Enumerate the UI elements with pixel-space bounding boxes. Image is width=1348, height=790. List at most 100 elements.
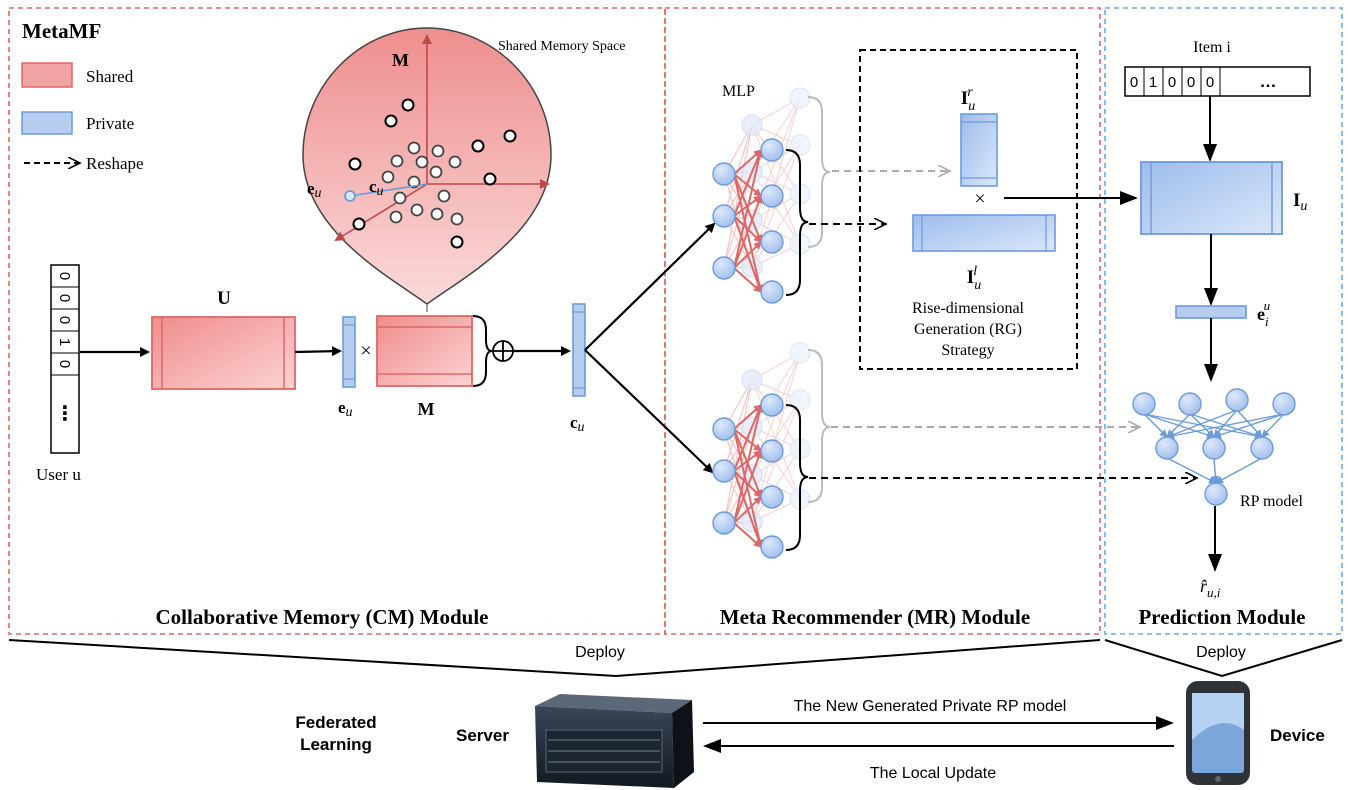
memory-points xyxy=(348,98,517,249)
mlp-bottom-output-node-3 xyxy=(760,535,784,559)
item-vector-cell-4: 0 xyxy=(1206,74,1214,91)
mlp-top xyxy=(712,87,811,304)
eiu-label: eiu xyxy=(1257,298,1271,329)
deploy-left-label: Deploy xyxy=(575,644,625,661)
mr-module-title: Meta Recommender (MR) Module xyxy=(720,605,1030,629)
user-vector-cell-3: 1 xyxy=(56,338,73,346)
mlp-top-ghost-node-top-1 xyxy=(789,134,811,156)
deploy-line-right xyxy=(1104,639,1343,678)
rp-model-network xyxy=(1132,388,1296,506)
rp-node-2 xyxy=(1225,388,1249,412)
mlp-bottom-output-node-1 xyxy=(760,439,784,463)
mlp-top-output-node-2 xyxy=(760,230,784,254)
eu-times-m: × xyxy=(360,340,371,362)
server-label: Server xyxy=(456,726,509,745)
memory-cu-label: cu xyxy=(369,177,384,199)
arrow-cu-to-mlp-top xyxy=(584,222,716,351)
legend-private-label: Private xyxy=(86,114,134,133)
memory-axis-down-left xyxy=(334,183,428,242)
federated-learning-line-1: Federated xyxy=(295,713,376,732)
rp-node-1 xyxy=(1178,392,1202,416)
user-vector-ellipsis: ⋮ xyxy=(55,403,75,425)
mlp-bottom-output-node-2 xyxy=(760,485,784,509)
mlp-top-brace xyxy=(785,149,809,296)
mlp-top-input-node-1 xyxy=(712,204,736,228)
item-vector-cell-2: 0 xyxy=(1168,74,1176,91)
cu-vector xyxy=(572,303,586,397)
rg-times: × xyxy=(974,188,985,210)
rg-line-1: Rise-dimensional xyxy=(912,300,1025,317)
m-matrix-label: M xyxy=(418,399,435,419)
cm-module-title: Collaborative Memory (CM) Module xyxy=(156,605,489,629)
item-vector-cell-1: 1 xyxy=(1149,74,1157,91)
arrow-cu-to-mlp-bottom xyxy=(584,349,714,474)
mlp-bottom-input-node-2 xyxy=(712,511,736,535)
eu-vector xyxy=(342,316,356,388)
arrow-u-to-eu xyxy=(294,346,342,357)
mlp-top-ghost-node-mid-0 xyxy=(741,114,763,136)
rg-strategy-box xyxy=(859,49,1078,370)
u-matrix-label: U xyxy=(217,288,231,309)
user-vector-cell-1: 0 xyxy=(56,294,73,302)
rg-line-3: Strategy xyxy=(941,342,994,359)
legend-title: MetaMF xyxy=(22,19,101,43)
deploy-line-left xyxy=(8,639,1101,678)
legend-shared-swatch xyxy=(21,62,73,88)
u-matrix xyxy=(151,316,296,390)
item-vector-cell-0: 0 xyxy=(1130,74,1138,91)
mlp-top-input-node-0 xyxy=(712,162,736,186)
legend-private-swatch xyxy=(21,111,73,135)
rp-node-3 xyxy=(1272,392,1296,416)
prediction-module-title: Prediction Module xyxy=(1138,605,1305,629)
iur-vector xyxy=(960,113,998,187)
rating-output-label: r̂u,i xyxy=(1200,576,1221,600)
mlp-bottom-ghost-node-top-0 xyxy=(789,342,811,364)
mlp-top-output-node-3 xyxy=(760,280,784,304)
mlp-bottom-input-node-1 xyxy=(712,459,736,483)
shared-memory-space-label: Shared Memory Space xyxy=(498,39,626,54)
user-vector-cell-0: 0 xyxy=(56,272,73,280)
user-label: User u xyxy=(36,465,81,484)
mlp-top-input-node-2 xyxy=(712,256,736,280)
item-vector-cell-3: 0 xyxy=(1187,74,1195,91)
memory-m-label: M xyxy=(392,50,409,70)
iul-label: Iul xyxy=(967,264,981,293)
memory-eu-line xyxy=(349,183,428,197)
cu-vector-label: cu xyxy=(570,413,585,435)
mlp-bottom-input-node-0 xyxy=(712,417,736,441)
mr-module-border xyxy=(664,7,1101,635)
iu-matrix xyxy=(1140,161,1283,235)
memory-cluster-points xyxy=(381,141,464,226)
iul-vector xyxy=(912,214,1056,252)
eiu-vector xyxy=(1175,305,1247,319)
rp-node-4 xyxy=(1155,436,1179,460)
rp-node-5 xyxy=(1202,436,1226,460)
item-label: Item i xyxy=(1193,39,1231,56)
legend-shared-label: Shared xyxy=(86,67,134,86)
arrow-bottom-label: The Local Update xyxy=(870,765,996,782)
device-label: Device xyxy=(1270,726,1325,745)
federated-learning-line-2: Learning xyxy=(300,735,372,754)
mlp-bottom-brace xyxy=(785,404,809,551)
mlp-bottom xyxy=(712,342,811,559)
eu-vector-label: eu xyxy=(338,398,353,420)
prediction-module-border xyxy=(1104,7,1343,635)
mlp-label: MLP xyxy=(722,83,755,100)
memory-eu-point xyxy=(344,190,356,202)
server-icon xyxy=(535,694,694,788)
mlp-top-brace-faded xyxy=(807,96,831,248)
rg-line-2: Generation (RG) xyxy=(914,321,1022,338)
rp-node-0 xyxy=(1132,392,1156,416)
cm-module-border xyxy=(8,7,666,635)
device-phone-icon xyxy=(1186,681,1250,785)
mlp-top-output-node-0 xyxy=(760,138,784,162)
rp-node-7 xyxy=(1204,482,1228,506)
rp-model-label: RP model xyxy=(1240,493,1304,510)
iur-label: Iur xyxy=(961,85,975,114)
mlp-top-output-node-1 xyxy=(760,184,784,208)
user-vector-cell-2: 0 xyxy=(56,316,73,324)
memory-eu-label: eu xyxy=(307,179,322,201)
mlp-top-ghost-node-top-0 xyxy=(789,87,811,109)
mlp-bottom-output-node-0 xyxy=(760,393,784,417)
mlp-bottom-ghost-node-mid-0 xyxy=(741,369,763,391)
